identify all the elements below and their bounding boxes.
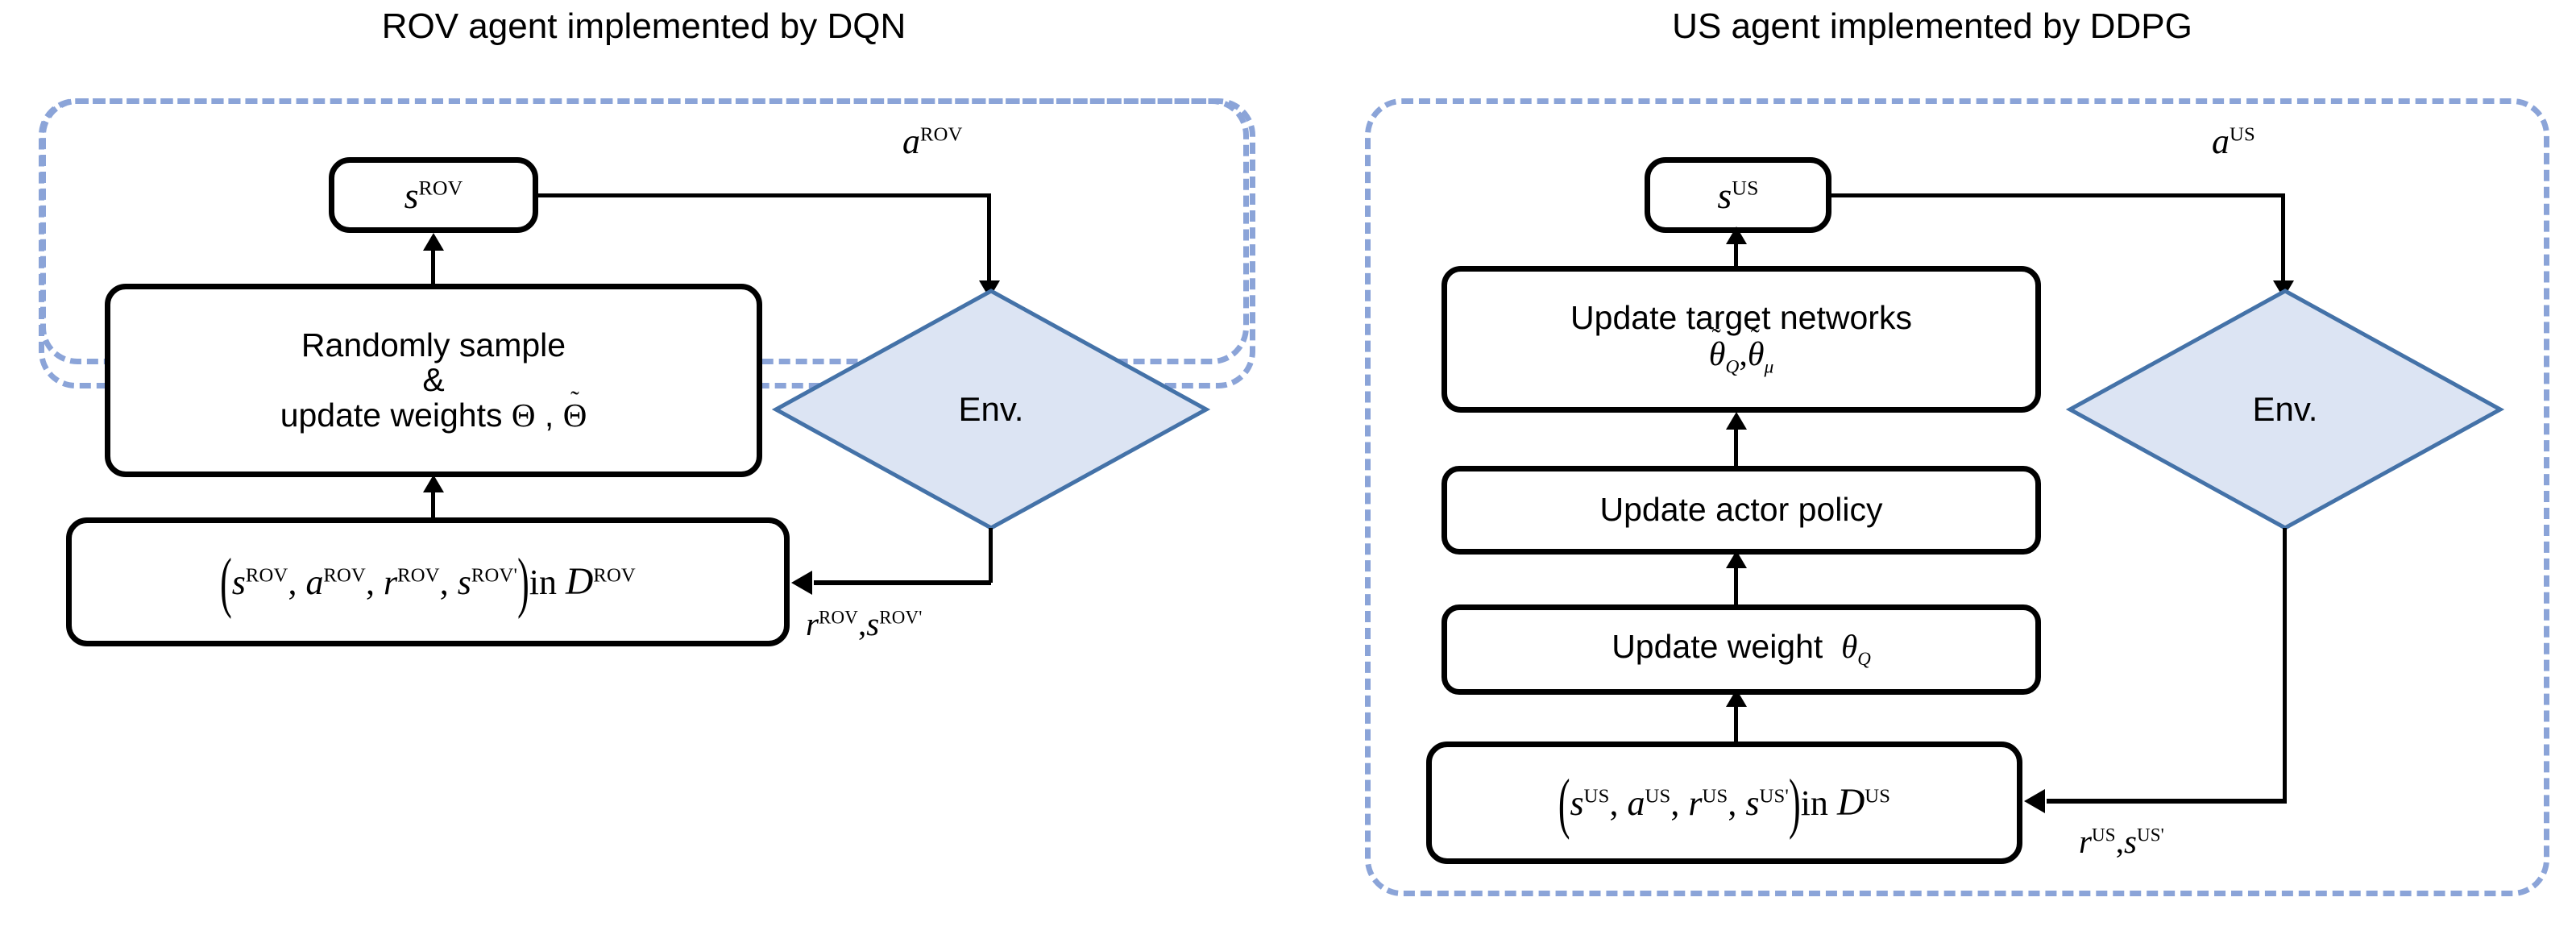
process-node-us-target[interactable]: Update target networks θ˜ Q, θ˜ μ bbox=[1441, 266, 2041, 413]
process-node-rov-line1: Randomly sample bbox=[301, 326, 566, 364]
process-node-us-target-line1: Update target networks bbox=[1570, 299, 1912, 337]
process-node-us-critic-label: Update weight θQ bbox=[1612, 628, 1871, 670]
panel-us: US agent implemented by DDPG bbox=[1288, 0, 2576, 943]
env-node-rov-label: Env. bbox=[958, 390, 1024, 428]
state-node-rov[interactable]: sROV bbox=[329, 157, 538, 233]
env-node-rov[interactable]: Env. bbox=[771, 289, 1211, 530]
process-node-rov-line3: update weights Θ , Θ˜ bbox=[280, 386, 587, 434]
state-node-us-label: sUS bbox=[1717, 174, 1759, 216]
buffer-node-us[interactable]: (sUS, aUS, rUS, sUS')in DUS bbox=[1426, 742, 2022, 864]
panel-title-us: US agent implemented by DDPG bbox=[1672, 6, 2192, 46]
state-node-us[interactable]: sUS bbox=[1645, 157, 1831, 233]
state-node-rov-label: sROV bbox=[404, 174, 463, 216]
process-node-rov-sample[interactable]: Randomly sample & update weights Θ , Θ˜ bbox=[105, 284, 762, 477]
process-node-us-actor[interactable]: Update actor policy bbox=[1441, 466, 2041, 555]
dashed-boundary-us bbox=[1365, 98, 2549, 896]
buffer-node-rov-label: (sROV, aROV, rROV, sROV')in DROV bbox=[220, 544, 636, 621]
process-node-us-actor-label: Update actor policy bbox=[1599, 491, 1883, 529]
env-node-us-label: Env. bbox=[2252, 390, 2318, 428]
process-node-us-critic[interactable]: Update weight θQ bbox=[1441, 604, 2041, 695]
panel-title-rov: ROV agent implemented by DQN bbox=[381, 6, 906, 46]
process-node-us-target-line2: θ˜ Q, θ˜ μ bbox=[1708, 324, 1774, 378]
env-node-us[interactable]: Env. bbox=[2065, 289, 2505, 530]
buffer-node-rov[interactable]: (sROV, aROV, rROV, sROV')in DROV bbox=[66, 517, 790, 646]
buffer-node-us-label: (sUS, aUS, rUS, sUS')in DUS bbox=[1558, 765, 1891, 841]
process-node-rov-line2: & bbox=[422, 361, 445, 399]
